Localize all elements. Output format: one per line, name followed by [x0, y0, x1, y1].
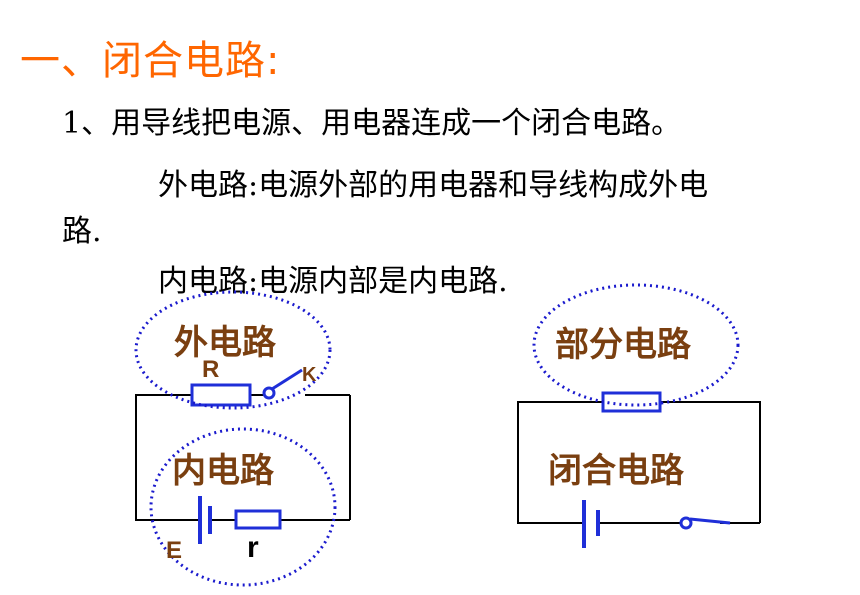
left-circuit: 外电路 内电路 R K E r: [134, 290, 351, 587]
partial-circuit-ellipse: [532, 283, 740, 407]
resistor-icon: [601, 391, 662, 413]
page-title: 一、闭合电路:: [20, 38, 281, 84]
internal-resistor-icon: [234, 509, 282, 530]
inner-circuit-ellipse: [149, 427, 337, 587]
closed-circuit-label: 闭合电路: [548, 451, 685, 491]
left-circuit-wires: [135, 394, 351, 521]
right-circuit: 部分电路 闭合电路: [517, 283, 761, 548]
outer-circuit-label: 外电路: [174, 323, 277, 363]
battery-icon: [582, 500, 600, 548]
partial-circuit-label: 部分电路: [555, 325, 692, 365]
outer-circuit-definition: 外电路:电源外部的用电器和导线构成外电: [158, 168, 709, 203]
battery-icon: [198, 496, 212, 544]
resistor-r-icon: [190, 383, 252, 407]
definition-line: 1、用导线把电源、用电器连成一个闭合电路。: [62, 106, 682, 141]
outer-circuit-definition-cont: 路.: [62, 214, 102, 249]
outer-circuit-ellipse: [134, 290, 332, 410]
inner-circuit-label: 内电路: [172, 451, 275, 491]
switch-k-label: K: [302, 364, 317, 386]
internal-r-label: r: [247, 531, 259, 564]
switch-icon: [679, 516, 731, 530]
emf-e-label: E: [166, 537, 182, 564]
resistor-r-label: R: [202, 356, 219, 383]
switch-k-icon: [262, 368, 303, 400]
inner-circuit-definition: 内电路:电源内部是内电路.: [158, 264, 508, 299]
